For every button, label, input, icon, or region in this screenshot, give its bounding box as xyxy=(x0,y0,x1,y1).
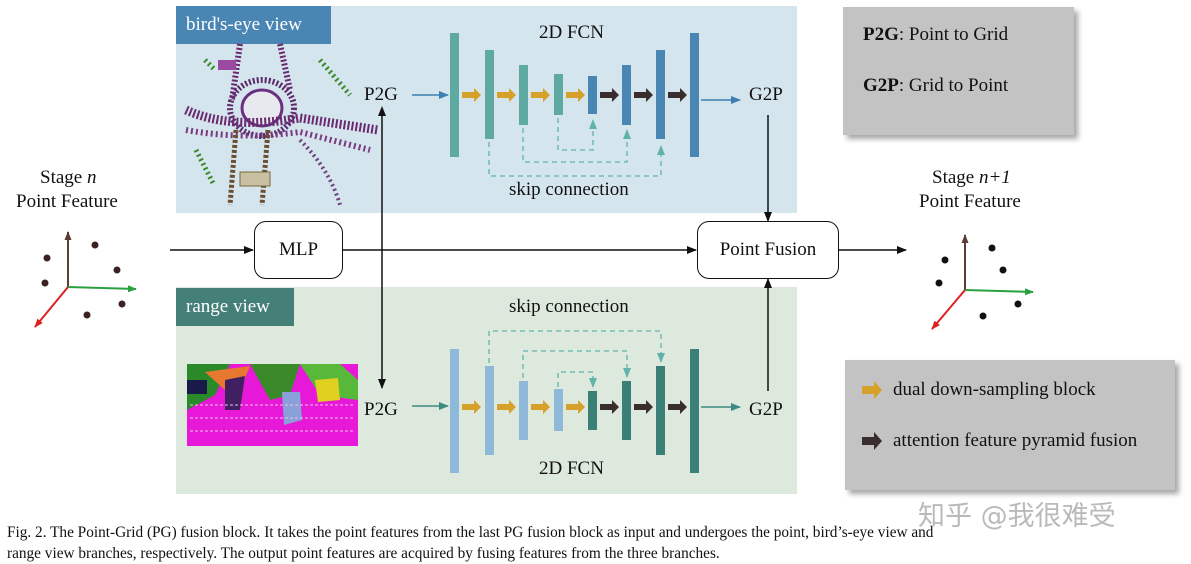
rv-fcn-layer xyxy=(450,349,459,473)
input-stage-title: Stage n xyxy=(40,167,97,188)
input-stage-subtitle: Point Feature xyxy=(16,191,118,212)
bev-fcn-layer xyxy=(554,74,563,115)
rv-fcn-network xyxy=(412,330,741,473)
legend-p2g: P2G: Point to Grid xyxy=(863,24,1009,45)
watermark-text: 知乎 @我很难受 xyxy=(918,501,1116,532)
range-view-image xyxy=(187,364,358,446)
legend-g2p: G2P: Grid to Point xyxy=(863,75,1009,96)
range-view-branch-tag: range view xyxy=(176,288,294,326)
caption-line-2: range view branches, respectively. The o… xyxy=(7,545,720,562)
rv-fcn-layer xyxy=(485,366,494,455)
bev-fcn-layer xyxy=(622,65,631,125)
legend-attention-pyramid: attention feature pyramid fusion xyxy=(893,430,1138,451)
rv-fcn-label: 2D FCN xyxy=(539,458,604,479)
bev-fcn-network xyxy=(412,33,741,177)
rv-fcn-layer xyxy=(690,349,699,473)
mlp-box: MLP xyxy=(254,221,343,279)
rv-fcn-layer xyxy=(554,389,563,431)
rv-fcn-layer xyxy=(622,381,631,440)
output-stage-subtitle: Point Feature xyxy=(919,191,1021,212)
legend-dark-arrow-icon xyxy=(862,432,882,450)
input-point-feature-icon xyxy=(34,231,137,328)
rv-p2g-label: P2G xyxy=(364,399,398,420)
rv-fcn-layer xyxy=(656,366,665,455)
abbreviation-legend: P2G: Point to Grid G2P: Grid to Point xyxy=(843,7,1074,135)
rv-fcn-layer xyxy=(588,391,597,430)
bev-fcn-layer xyxy=(690,33,699,157)
legend-gold-arrow-icon xyxy=(862,381,882,399)
bev-fcn-layer xyxy=(450,33,459,157)
bev-branch-tag: bird's-eye view xyxy=(176,6,331,44)
bev-fcn-layer xyxy=(485,50,494,139)
bev-skip-label: skip connection xyxy=(509,179,629,200)
rv-g2p-label: G2P xyxy=(749,399,783,420)
bev-p2g-label: P2G xyxy=(364,84,398,105)
point-fusion-box: Point Fusion xyxy=(697,221,839,279)
output-point-feature-icon xyxy=(931,234,1034,330)
rv-fcn-layer xyxy=(519,381,528,440)
bev-fcn-layer xyxy=(588,76,597,114)
legend-dual-down-sampling: dual down-sampling block xyxy=(893,379,1096,400)
bev-g2p-label: G2P xyxy=(749,84,783,105)
bev-point-cloud-image xyxy=(182,43,382,210)
caption-line-1: Fig. 2. The Point-Grid (PG) fusion block… xyxy=(7,524,934,541)
bev-fcn-layer xyxy=(656,50,665,139)
output-stage-title: Stage n+1 xyxy=(932,167,1011,188)
bev-fcn-label: 2D FCN xyxy=(539,22,604,43)
rv-skip-label: skip connection xyxy=(509,296,629,317)
figure-caption: Fig. 2. The Point-Grid (PG) fusion block… xyxy=(7,522,1187,564)
bev-fcn-layer xyxy=(519,65,528,125)
arrow-legend: dual down-sampling block attention featu… xyxy=(845,360,1175,490)
